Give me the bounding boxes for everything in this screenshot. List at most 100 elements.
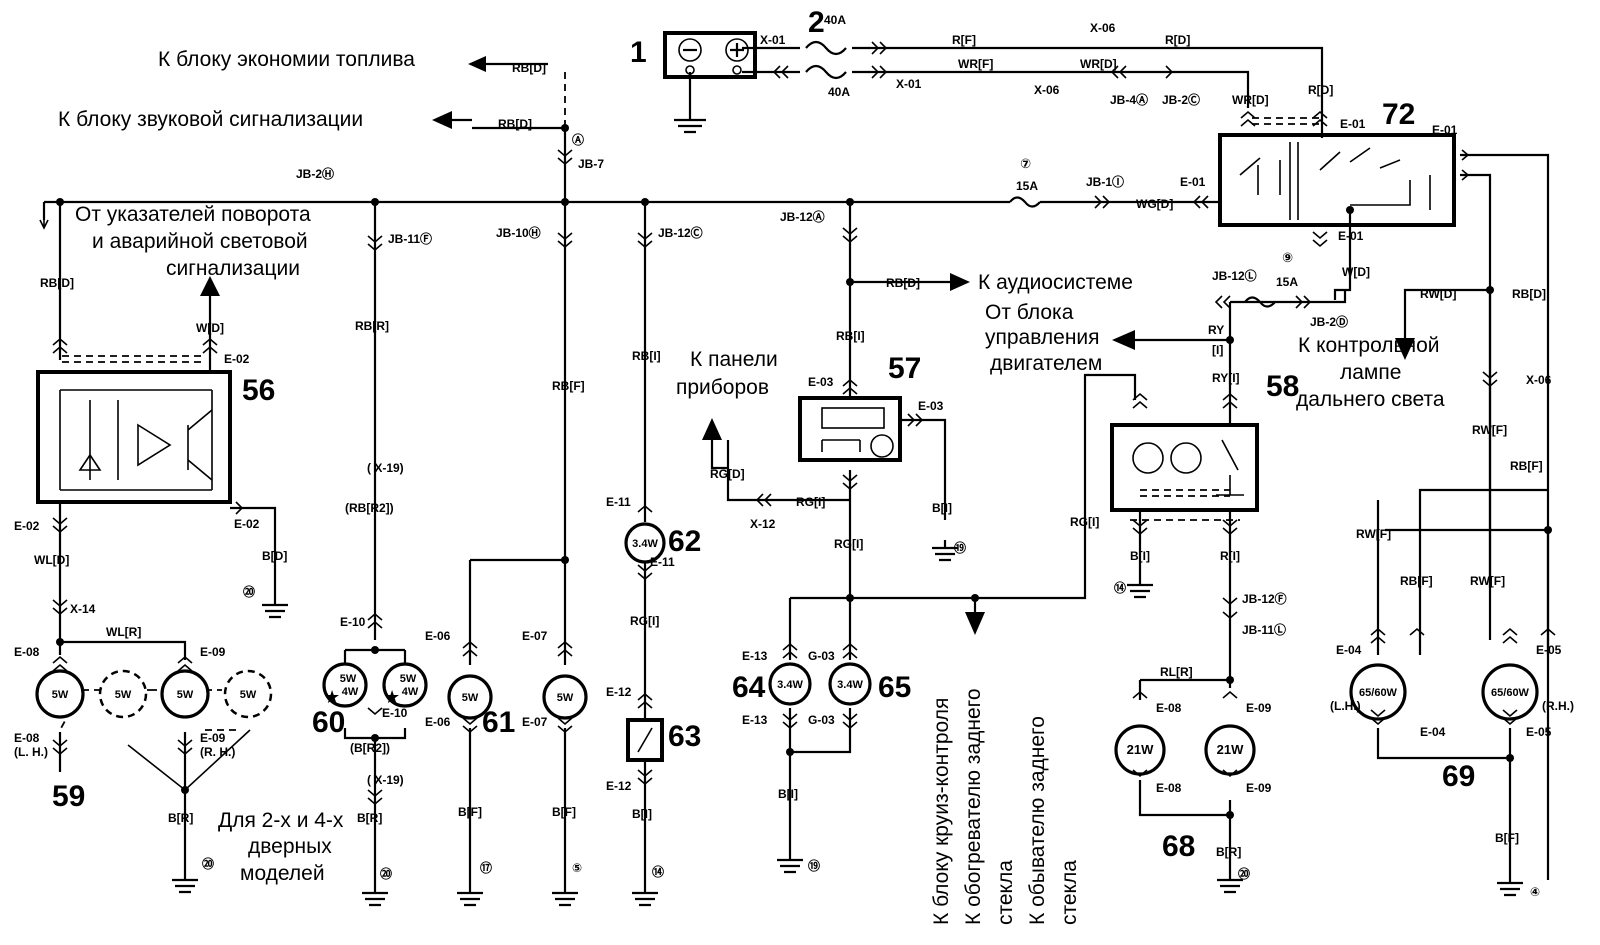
ground-icon <box>552 890 578 907</box>
lamp-61 <box>447 674 493 720</box>
caption-turn-3: сигнализации <box>166 257 300 280</box>
caption-audio: К аудиосистеме <box>978 271 1133 294</box>
svg-text:E-02: E-02 <box>14 519 40 533</box>
svg-text:④: ④ <box>1530 885 1540 899</box>
module-57 <box>798 396 902 462</box>
component-boxes <box>36 31 1456 762</box>
svg-text:RW[D]: RW[D] <box>1420 287 1456 301</box>
svg-text:E-04: E-04 <box>1336 643 1362 657</box>
ground-icon <box>457 890 483 907</box>
svg-text:RB[D]: RB[D] <box>40 276 74 290</box>
svg-text:RB[D]: RB[D] <box>512 61 546 75</box>
lamp-59-opt-lh <box>98 669 148 719</box>
svg-text:RY: RY <box>1208 323 1224 337</box>
svg-text:40A: 40A <box>824 13 846 27</box>
svg-text:WL[R]: WL[R] <box>106 625 141 639</box>
svg-text:3.4W: 3.4W <box>777 679 803 691</box>
svg-text:WG[D]: WG[D] <box>1136 197 1173 211</box>
svg-text:72: 72 <box>1382 98 1415 131</box>
svg-text:E-08: E-08 <box>1156 781 1182 795</box>
lamp-62 <box>624 522 666 564</box>
svg-text:4W: 4W <box>342 686 359 698</box>
caption-glass-1: стекла <box>994 860 1017 925</box>
module-56 <box>36 370 232 504</box>
svg-text:5W: 5W <box>557 692 574 704</box>
caption-cruise: К блоку круиз-контроля <box>930 698 953 925</box>
wire-labels: 40A 40A X-01 X-01 X-06 X-06 R[F] R[D] R[… <box>14 13 1574 899</box>
svg-text:⑳: ⑳ <box>380 866 392 881</box>
caption-hibeam-3: дальнего света <box>1296 388 1445 411</box>
captions: К блоку экономии топлива К блоку звуково… <box>58 48 1445 925</box>
arrow-right-icon <box>950 273 970 291</box>
svg-text:58: 58 <box>1266 370 1299 403</box>
svg-text:E-05: E-05 <box>1526 725 1552 739</box>
svg-text:E-10: E-10 <box>340 615 366 629</box>
svg-text:E-09: E-09 <box>1246 701 1272 715</box>
svg-text:B[I]: B[I] <box>778 787 798 801</box>
svg-text:68: 68 <box>1162 830 1195 863</box>
svg-text:⑳: ⑳ <box>202 856 214 871</box>
caption-hibeam-2: лампе <box>1340 361 1401 384</box>
junctions <box>56 124 1552 819</box>
caption-turn-1: От указателей поворота <box>75 203 311 226</box>
lamp-60-right <box>382 662 428 708</box>
svg-text:5W: 5W <box>177 689 194 701</box>
svg-text:RG[I]: RG[I] <box>1070 515 1099 529</box>
lamp-65 <box>828 662 872 706</box>
arrow-up-icon <box>200 276 220 296</box>
svg-text:RW[F]: RW[F] <box>1470 574 1505 588</box>
svg-text:JB-2Ⓗ: JB-2Ⓗ <box>296 166 334 181</box>
svg-text:RG[I]: RG[I] <box>630 614 659 628</box>
svg-text:R[D]: R[D] <box>1165 33 1190 47</box>
caption-turn-2: и аварийной световой <box>92 230 308 253</box>
battery-minus-icon <box>678 38 702 62</box>
caption-glass-2: стекла <box>1058 860 1081 925</box>
lamp-68-left <box>1114 724 1166 776</box>
svg-text:2: 2 <box>808 6 825 39</box>
svg-text:⑲: ⑲ <box>808 858 820 873</box>
svg-text:5W: 5W <box>52 689 69 701</box>
svg-text:(R.H.): (R.H.) <box>1542 699 1574 713</box>
svg-text:⑰: ⑰ <box>480 860 492 875</box>
caption-doors-3: моделей <box>240 862 325 885</box>
module-58 <box>1110 423 1259 512</box>
svg-text:B[R]: B[R] <box>1216 845 1241 859</box>
svg-text:W[D]: W[D] <box>1342 265 1370 279</box>
svg-text:⑦: ⑦ <box>1020 156 1031 171</box>
svg-text:63: 63 <box>668 720 701 753</box>
fuse-icon <box>805 40 847 56</box>
svg-text:R[F]: R[F] <box>952 33 976 47</box>
svg-text:61: 61 <box>482 706 515 739</box>
ground-icon <box>262 595 288 619</box>
svg-text:⑳: ⑳ <box>1238 866 1250 881</box>
svg-text:57: 57 <box>888 352 921 385</box>
svg-text:RG[I]: RG[I] <box>834 537 863 551</box>
svg-text:RY[I]: RY[I] <box>1212 371 1240 385</box>
svg-text:W[D]: W[D] <box>196 321 224 335</box>
harness-dashes <box>62 117 1320 521</box>
svg-text:G-03: G-03 <box>808 649 835 663</box>
svg-text:RB[I]: RB[I] <box>632 349 661 363</box>
fuse-icon <box>1009 196 1041 208</box>
svg-text:B[R]: B[R] <box>168 811 193 825</box>
svg-text:E-07: E-07 <box>522 715 548 729</box>
svg-text:JB-10Ⓗ: JB-10Ⓗ <box>496 225 541 240</box>
svg-text:JB-12Ⓕ: JB-12Ⓕ <box>1242 591 1287 606</box>
arrows <box>39 56 1415 635</box>
lamp-60-left <box>322 662 368 708</box>
svg-text:B[I]: B[I] <box>932 501 952 515</box>
svg-text:21W: 21W <box>1127 742 1154 757</box>
arrow-left-icon <box>468 56 486 72</box>
lamps: 5W 5W 5W 5W 5W 4W 5W 4W ★ ★ 5W 5W 3.4W 3… <box>35 522 1539 776</box>
svg-text:JB-12Ⓒ: JB-12Ⓒ <box>658 225 703 240</box>
ground-icon <box>1497 880 1523 897</box>
svg-text:X-06: X-06 <box>1526 373 1552 387</box>
arrow-left-icon <box>1112 330 1135 350</box>
svg-text:(R. H.): (R. H.) <box>200 745 235 759</box>
svg-text:E-01: E-01 <box>1180 175 1206 189</box>
battery-plus-icon <box>725 38 749 62</box>
svg-text:RB[D]: RB[D] <box>1512 287 1546 301</box>
svg-text:⑤: ⑤ <box>572 861 582 875</box>
svg-text:E-12: E-12 <box>606 779 632 793</box>
svg-text:(B[R2]): (B[R2]) <box>350 741 390 755</box>
